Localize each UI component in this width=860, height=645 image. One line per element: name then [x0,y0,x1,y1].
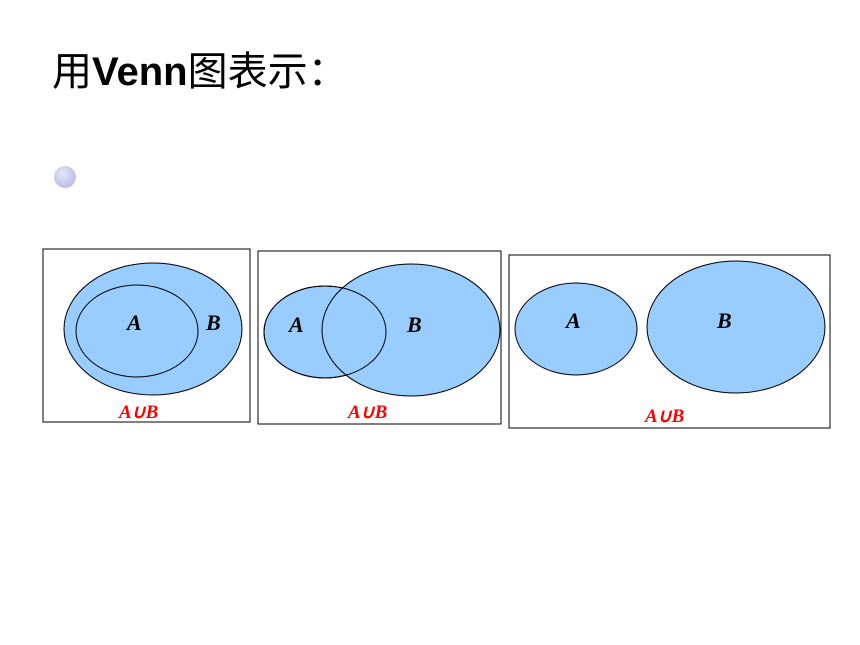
set-b-label-1: B [205,310,221,335]
title-suffix: 图表示： [187,49,348,95]
set-a-ellipse-1 [75,284,199,378]
set-b-ellipse-3 [646,260,826,394]
union-caption-1: A∪B [118,402,158,423]
set-b-ellipse-2 [321,263,501,397]
venn-subset: A B A∪B [42,248,251,423]
set-a-ellipse-3 [514,282,638,376]
set-b-label-3: B [716,308,732,333]
set-a-label-1: A [125,310,142,335]
venn-overlap: A B A∪B [257,250,502,425]
union-caption-2: A∪B [347,402,387,423]
set-b-ellipse-1 [63,262,243,396]
set-b-label-2: B [406,312,422,337]
bullet-icon [54,166,76,188]
set-a-outline-2 [263,285,387,379]
title-prefix: 用 [52,49,92,95]
union-caption-3: A∪B [644,406,684,427]
venn-disjoint: A B A∪B [508,254,831,429]
page-title: 用Venn图表示： [52,52,348,92]
title-latin: Venn [92,50,188,94]
set-a-label-3: A [564,308,581,333]
set-a-label-2: A [287,312,304,337]
